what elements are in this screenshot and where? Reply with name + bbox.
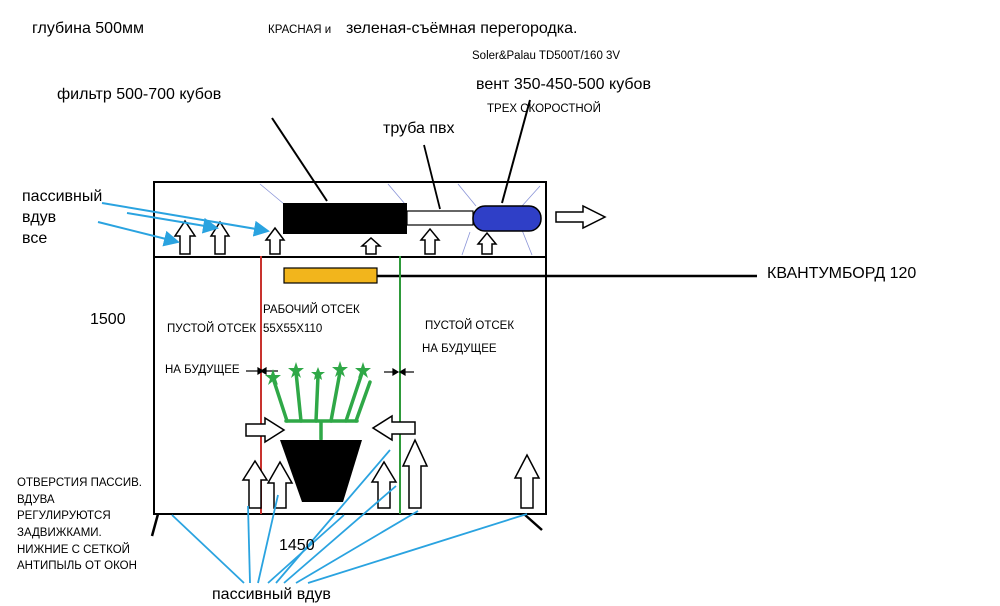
bottom-intake-arrow-1: [241, 459, 269, 509]
fan-model-label: Soler&Palau TD500T/160 3V: [472, 50, 621, 62]
plant-tops: [265, 361, 371, 385]
top-intake-arrow-6: [476, 231, 498, 255]
bottom-passive-intake-pointers: [171, 449, 528, 584]
bottom-intake-arrows: [241, 438, 541, 509]
pipe-label: труба пвх: [383, 120, 455, 137]
fan-speeds-label: ТРЕХ СКОРОСТНОЙ: [487, 103, 601, 115]
partition-note: зеленая-съёмная перегородка.: [346, 20, 578, 37]
top-passive-intake-label: пассивный вдув все: [22, 188, 103, 247]
left-side-intake-arrow: [245, 416, 286, 444]
bottom-intake-arrow-3: [370, 460, 398, 509]
quantum-board-led: [283, 267, 378, 284]
side-small-arrows: [246, 366, 414, 377]
fan-capacity-label: вент 350-450-500 кубов: [476, 76, 651, 93]
fan-duct-guides: [259, 183, 541, 256]
cabinet-right-leg: [523, 513, 543, 531]
top-intake-arrows: [173, 219, 498, 255]
fan-leader-line: [501, 99, 531, 204]
filter-label: фильтр 500-700 кубов: [57, 86, 222, 103]
intake-holes-note: ОТВЕРСТИЯ ПАССИВ. ВДУВА РЕГУЛИРУЮТСЯ ЗАД…: [17, 477, 142, 573]
top-intake-arrow-1: [173, 219, 197, 255]
led-label: КВАНТУМБОРД 120: [767, 265, 917, 282]
top-passive-intake-pointers: [97, 202, 270, 247]
partition-note-prefix: КРАСНАЯ и: [268, 24, 332, 36]
top-intake-arrow-3: [264, 226, 286, 255]
work-compartment-size: 55X55X110: [263, 323, 323, 335]
filter-leader-line: [271, 117, 328, 202]
height-dimension: 1500: [90, 311, 126, 328]
work-compartment-title: РАБОЧИЙ ОТСЕК: [263, 304, 360, 316]
bottom-intake-arrow-2: [266, 460, 294, 509]
pipe-leader-line: [423, 144, 441, 210]
future-use-left: НА БУДУЩЕЕ: [165, 364, 240, 376]
bottom-intake-arrow-5: [513, 453, 541, 509]
extraction-fan: [472, 205, 542, 232]
cabinet-outline: [153, 181, 547, 515]
empty-compartment-left: ПУСТОЙ ОТСЕК: [167, 323, 257, 335]
future-use-right: НА БУДУЩЕЕ: [422, 343, 497, 355]
width-dimension: 1450: [279, 537, 315, 554]
exhaust-arrow: [555, 204, 607, 230]
plant: [271, 370, 372, 441]
depth-label: глубина 500мм: [32, 20, 144, 37]
bottom-passive-intake-label: пассивный вдув: [212, 586, 331, 603]
pvc-pipe: [406, 210, 474, 226]
top-intake-arrow-4: [360, 236, 382, 255]
top-intake-arrow-5: [419, 227, 441, 255]
bottom-intake-arrow-4: [401, 438, 429, 509]
right-side-intake-arrow: [371, 414, 416, 442]
empty-compartment-right: ПУСТОЙ ОТСЕК: [425, 320, 515, 332]
carbon-filter: [283, 203, 407, 234]
cabinet-left-leg: [150, 513, 160, 537]
plant-pot: [280, 440, 362, 502]
